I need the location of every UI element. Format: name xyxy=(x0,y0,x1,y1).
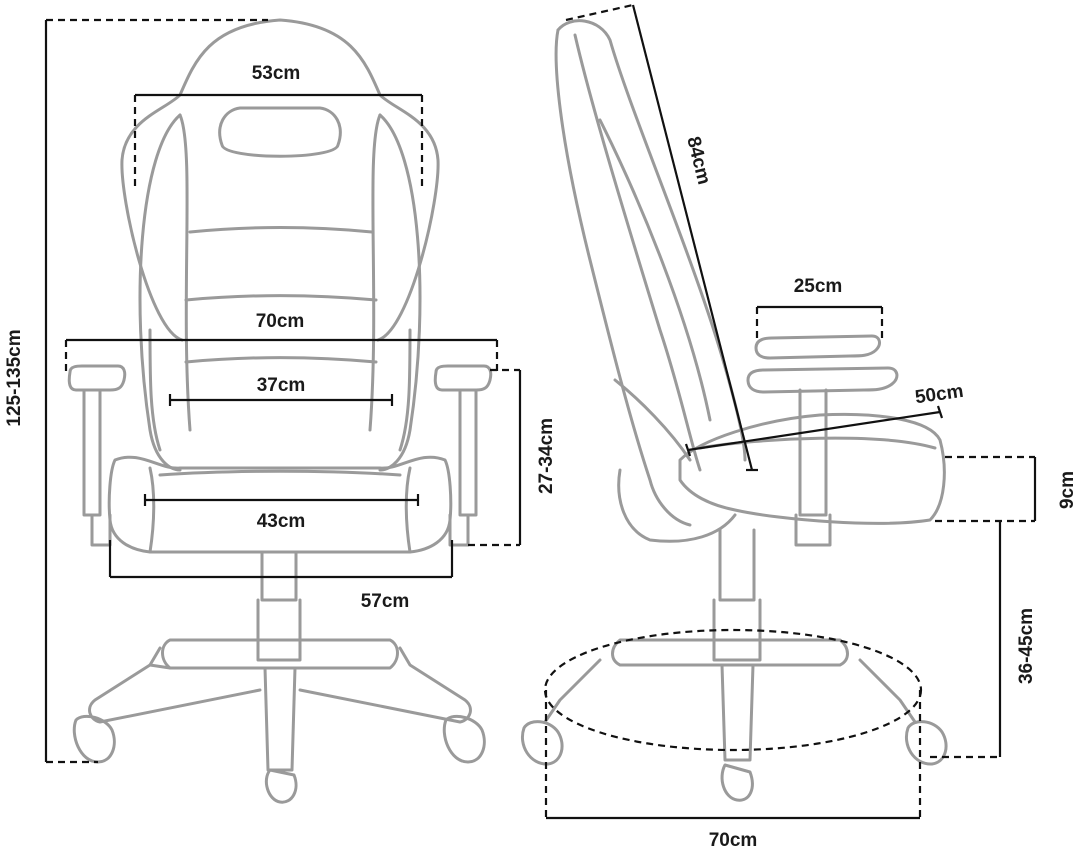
label-base-width: 57cm xyxy=(361,591,410,612)
label-armrest-length: 25cm xyxy=(794,276,843,297)
label-seat-thickness: 9cm xyxy=(1057,471,1078,509)
label-seat-width: 43cm xyxy=(257,511,306,532)
label-seat-depth: 50cm xyxy=(914,381,965,409)
label-seat-height: 36-45cm xyxy=(1016,608,1037,684)
label-total-height: 125-135cm xyxy=(4,329,25,426)
side-dimension-lines xyxy=(543,3,1037,820)
label-backrest-width: 37cm xyxy=(257,375,306,396)
label-headrest-width: 53cm xyxy=(252,63,301,84)
front-dimension-lines xyxy=(44,18,522,764)
side-view-chair xyxy=(521,19,948,802)
label-base-diameter: 70cm xyxy=(709,830,758,851)
label-backrest-height: 84cm xyxy=(682,135,714,187)
label-armrest-span: 70cm xyxy=(256,311,305,332)
front-view-chair xyxy=(67,18,493,804)
label-armrest-height: 27-34cm xyxy=(536,418,557,494)
